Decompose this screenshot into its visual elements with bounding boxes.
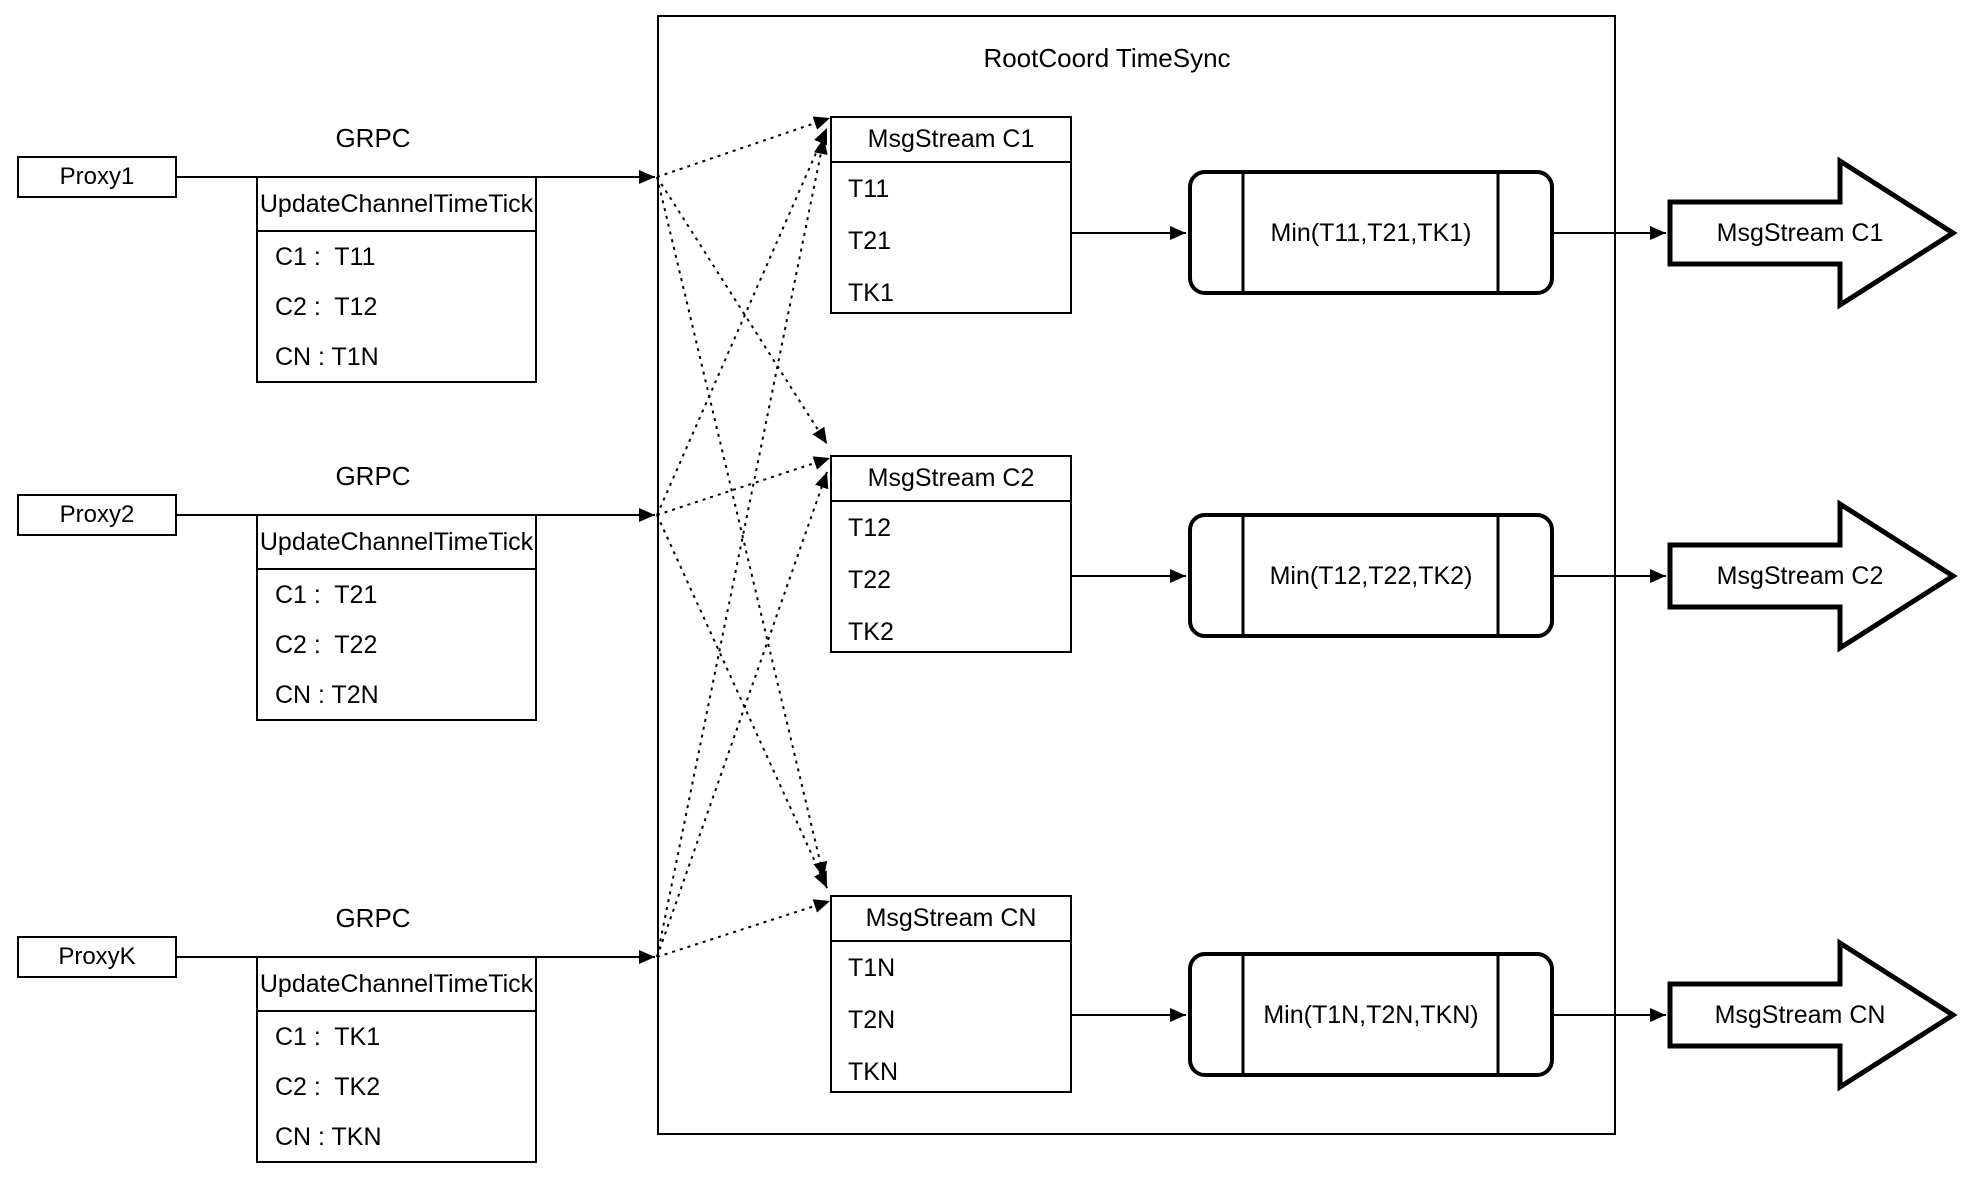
proxyk-box: ProxyK — [17, 936, 177, 978]
table-header: UpdateChannelTimeTick — [258, 516, 535, 570]
tick-row: T12 — [848, 514, 892, 542]
table-header: UpdateChannelTimeTick — [258, 958, 535, 1012]
fanout-line — [656, 514, 828, 889]
output-arrow — [1667, 938, 1958, 1092]
output-arrow — [1667, 156, 1958, 310]
table-row: CN : T1N — [275, 343, 379, 371]
table-row: CN : T2N — [275, 681, 379, 709]
tick-row: TK2 — [848, 618, 894, 646]
fanout-line — [656, 116, 831, 178]
tick-row: T11 — [848, 175, 890, 203]
fanout-line — [656, 899, 831, 958]
table-row: C1 : T11 — [275, 243, 376, 271]
fanout-line — [656, 471, 829, 958]
proxy2-box: Proxy2 — [17, 494, 177, 536]
table-header: UpdateChannelTimeTick — [258, 178, 535, 232]
min-pill — [1188, 170, 1554, 295]
table-row: C1 : T21 — [275, 581, 378, 609]
msgstream-box-c2: MsgStream C2 T12 T22 TK2 — [830, 455, 1072, 653]
msgstream-box-cn: MsgStream CN T1N T2N TKN — [830, 895, 1072, 1093]
table-row: C1 : TK1 — [275, 1023, 381, 1051]
msgstream-header: MsgStream C2 — [832, 457, 1070, 502]
tick-row: T21 — [848, 227, 892, 255]
proxy1-box: Proxy1 — [17, 156, 177, 198]
proxyk-label: ProxyK — [58, 943, 136, 970]
fanout-line — [656, 456, 831, 516]
fanout-line — [656, 176, 828, 879]
table-row: CN : TKN — [275, 1123, 382, 1151]
update-timetick-table-1: UpdateChannelTimeTick C1 : T11 C2 : T12 … — [256, 176, 537, 383]
table-row: C2 : TK2 — [275, 1073, 381, 1101]
tick-row: T22 — [848, 566, 892, 594]
table-row: C2 : T22 — [275, 631, 378, 659]
tick-row: T2N — [848, 1006, 896, 1034]
output-arrow — [1667, 499, 1958, 653]
proxy1-label: Proxy1 — [59, 163, 135, 190]
update-timetick-table-3: UpdateChannelTimeTick C1 : TK1 C2 : TK2 … — [256, 956, 537, 1163]
msgstream-header: MsgStream C1 — [832, 118, 1070, 163]
tick-row: TKN — [848, 1058, 898, 1086]
proxy2-label: Proxy2 — [59, 501, 135, 528]
msgstream-box-c1: MsgStream C1 T11 T21 TK1 — [830, 116, 1072, 314]
fanout-line — [656, 127, 828, 516]
timetick-fanout — [656, 116, 831, 958]
fanout-line — [656, 176, 828, 445]
update-timetick-table-2: UpdateChannelTimeTick C1 : T21 C2 : T22 … — [256, 514, 537, 721]
msgstream-header: MsgStream CN — [832, 897, 1070, 942]
min-pill — [1188, 513, 1554, 638]
fanout-line — [656, 137, 828, 958]
table-row: C2 : T12 — [275, 293, 378, 321]
tick-row: T1N — [848, 954, 896, 982]
min-pill — [1188, 952, 1554, 1077]
tick-row: TK1 — [848, 279, 894, 307]
